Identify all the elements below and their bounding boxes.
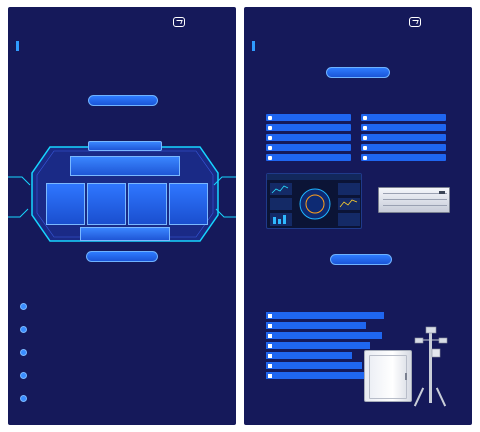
bullet-item [20, 325, 226, 343]
bullet-list [20, 302, 226, 412]
intro-paragraph [266, 86, 452, 105]
feature-button [361, 114, 446, 121]
bullet-item [20, 394, 226, 412]
feature-button [361, 134, 446, 141]
arch-cell-2 [87, 183, 126, 225]
arch-cell-3 [128, 183, 167, 225]
feature-bar [266, 372, 378, 379]
pole-leg [413, 387, 425, 407]
feature-button [361, 144, 446, 151]
bullet-item [20, 371, 226, 389]
server-appliance-image [378, 187, 450, 213]
arch-sub-box [70, 156, 180, 176]
left-poster [8, 7, 236, 425]
brand-logo [409, 15, 464, 29]
brand-logo [173, 15, 228, 29]
outdoor-cabinet-image [364, 350, 412, 402]
feature-bar [266, 322, 366, 329]
feature-button [361, 124, 446, 131]
feature-button-grid [266, 114, 446, 161]
feature-button [266, 134, 351, 141]
section-pill [88, 95, 158, 106]
monitoring-pole-image [429, 333, 432, 403]
brand-name [188, 15, 228, 25]
right-poster [244, 7, 472, 425]
section-pill-2 [330, 254, 392, 265]
brand-subtitle [188, 26, 228, 29]
arch-cell-1 [46, 183, 85, 225]
feature-bar [266, 312, 384, 319]
feature-button [266, 124, 351, 131]
intro-paragraph [34, 69, 212, 89]
arch-top-label [88, 141, 162, 151]
logo-icon [409, 17, 421, 27]
feature-bar [266, 342, 370, 349]
architecture-diagram [30, 141, 220, 243]
poster-title [16, 40, 143, 52]
intro-paragraph-2 [296, 281, 446, 300]
poster-title [252, 40, 379, 52]
feature-bar [266, 332, 382, 339]
feature-button [266, 144, 351, 151]
logo-icon [173, 17, 185, 27]
sensor-icons [414, 326, 448, 358]
pole-leg [435, 387, 447, 407]
section-pill [326, 67, 390, 78]
title-accent-bar [16, 41, 19, 51]
caption-right [382, 166, 442, 172]
caption-left [270, 166, 330, 172]
arch-bottom-box [80, 227, 170, 241]
dashboard-graphic [267, 174, 361, 226]
bullet-item [20, 348, 226, 366]
feature-button [266, 114, 351, 121]
feature-button [361, 154, 446, 161]
feature-button [266, 154, 351, 161]
brand-name [424, 15, 464, 25]
footnote-text [296, 372, 360, 396]
feature-bar-list [266, 312, 384, 379]
feature-bar [266, 362, 362, 369]
section-list [48, 108, 198, 135]
section-pill-2 [86, 251, 158, 262]
arch-cell-4 [169, 183, 208, 225]
title-accent-bar [252, 41, 255, 51]
bullet-item [20, 302, 226, 320]
section-list-2 [46, 263, 198, 281]
dashboard-screen-image [266, 173, 362, 229]
circuit-lines [8, 176, 236, 218]
feature-bar [266, 352, 352, 359]
brand-subtitle [424, 26, 464, 29]
